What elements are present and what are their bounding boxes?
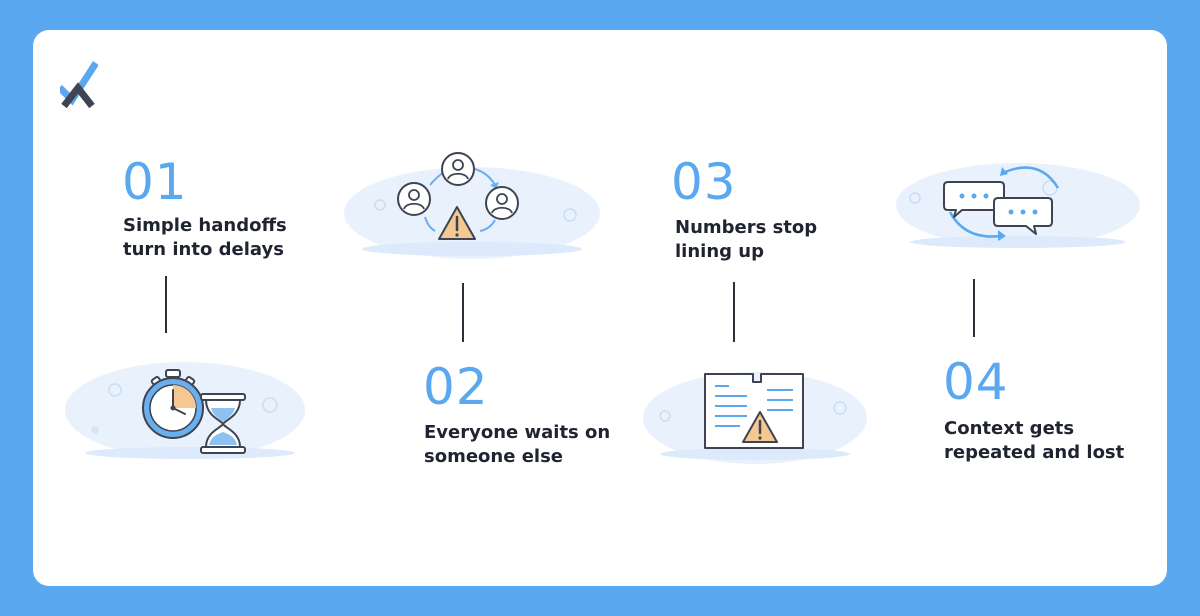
stopwatch-icon [142, 369, 204, 439]
step-title-03-line1: Numbers stop [675, 217, 818, 238]
connector-line-03 [733, 282, 735, 342]
step-title-01: Simple handoffs turn into delays [123, 214, 353, 262]
step-title-04-line2: repeated and lost [944, 442, 1125, 463]
person-icon-top [441, 152, 475, 186]
chat-bubble-icon-left [943, 181, 1005, 218]
people-cycle-warning-illustration [344, 152, 600, 259]
step-title-01-line1: Simple handoffs [123, 215, 287, 236]
document-warning-illustration [643, 372, 867, 464]
chat-bubble-icon-right [993, 197, 1053, 235]
stopwatch-hourglass-illustration [65, 362, 305, 459]
step-number-04: 04 [943, 353, 1009, 411]
step-title-03-line2: lining up [675, 241, 764, 262]
step-title-02-line1: Everyone waits on [424, 422, 611, 443]
content-card [33, 30, 1167, 586]
document-icon [704, 373, 804, 449]
step-title-01-line2: turn into delays [123, 239, 284, 260]
warning-icon [438, 206, 476, 240]
step-number-03: 03 [671, 153, 737, 211]
connector-line-02 [462, 283, 464, 342]
person-icon-left [397, 182, 431, 216]
step-title-02-line2: someone else [424, 446, 563, 467]
warning-icon [742, 411, 778, 443]
hourglass-icon [200, 393, 246, 454]
chat-bubbles-arrows-illustration [896, 163, 1140, 248]
person-icon-right [485, 186, 519, 220]
connector-line-04 [973, 279, 975, 337]
brand-logo-icon [60, 61, 98, 108]
connector-line-01 [165, 276, 167, 333]
step-number-01: 01 [122, 153, 188, 211]
step-number-02: 02 [423, 358, 489, 416]
step-title-03: Numbers stop lining up [675, 216, 905, 264]
step-title-04-line1: Context gets [944, 418, 1075, 439]
step-title-02: Everyone waits on someone else [424, 421, 654, 469]
step-title-04: Context gets repeated and lost [944, 417, 1174, 465]
